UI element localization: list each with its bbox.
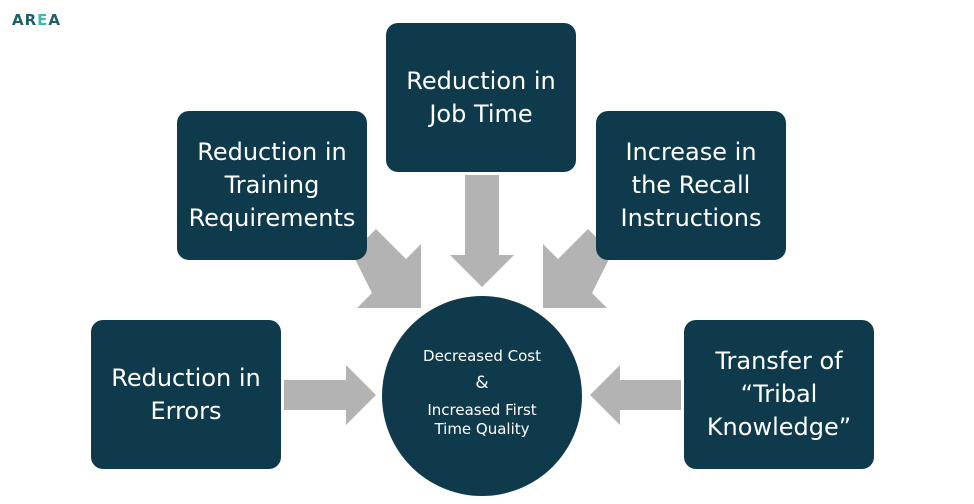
logo-text-a: A — [48, 11, 62, 29]
center-outcome-circle: Decreased Cost & Increased First Time Qu… — [382, 296, 582, 496]
box-line: Knowledge” — [706, 413, 852, 441]
box-reduction-training-requirements: Reduction in Training Requirements — [177, 111, 367, 260]
box-line: Reduction in — [406, 66, 556, 95]
box-line: Training — [224, 171, 320, 199]
area-logo: AREA — [12, 11, 61, 29]
box-line: Instructions — [620, 204, 762, 232]
logo-text-ar: AR — [12, 11, 38, 29]
box-increase-recall-instructions: Increase in the Recall Instructions — [596, 111, 786, 260]
box-line: “Tribal — [740, 380, 818, 408]
box-transfer-tribal-knowledge: Transfer of “Tribal Knowledge” — [684, 320, 874, 469]
arrow-from-errors — [284, 365, 376, 425]
center-line-time-quality: Time Quality — [434, 420, 530, 438]
center-line-increased-first: Increased First — [427, 401, 537, 419]
box-reduction-errors: Reduction in Errors — [91, 320, 281, 469]
box-line: Reduction in — [111, 363, 261, 392]
box-reduction-job-time: Reduction in Job Time — [386, 23, 576, 172]
arrow-from-job-time — [450, 175, 514, 287]
center-line-decreased-cost: Decreased Cost — [423, 347, 541, 365]
arrow-from-tribal — [590, 365, 681, 425]
logo-text-e: E — [37, 11, 49, 29]
box-line: the Recall — [631, 171, 751, 199]
box-line: Reduction in — [197, 138, 347, 166]
box-line: Errors — [150, 396, 222, 425]
box-line: Requirements — [188, 204, 356, 232]
box-line: Increase in — [625, 138, 757, 166]
box-line: Job Time — [429, 99, 533, 128]
center-ampersand: & — [475, 373, 489, 393]
box-line: Transfer of — [715, 347, 843, 375]
